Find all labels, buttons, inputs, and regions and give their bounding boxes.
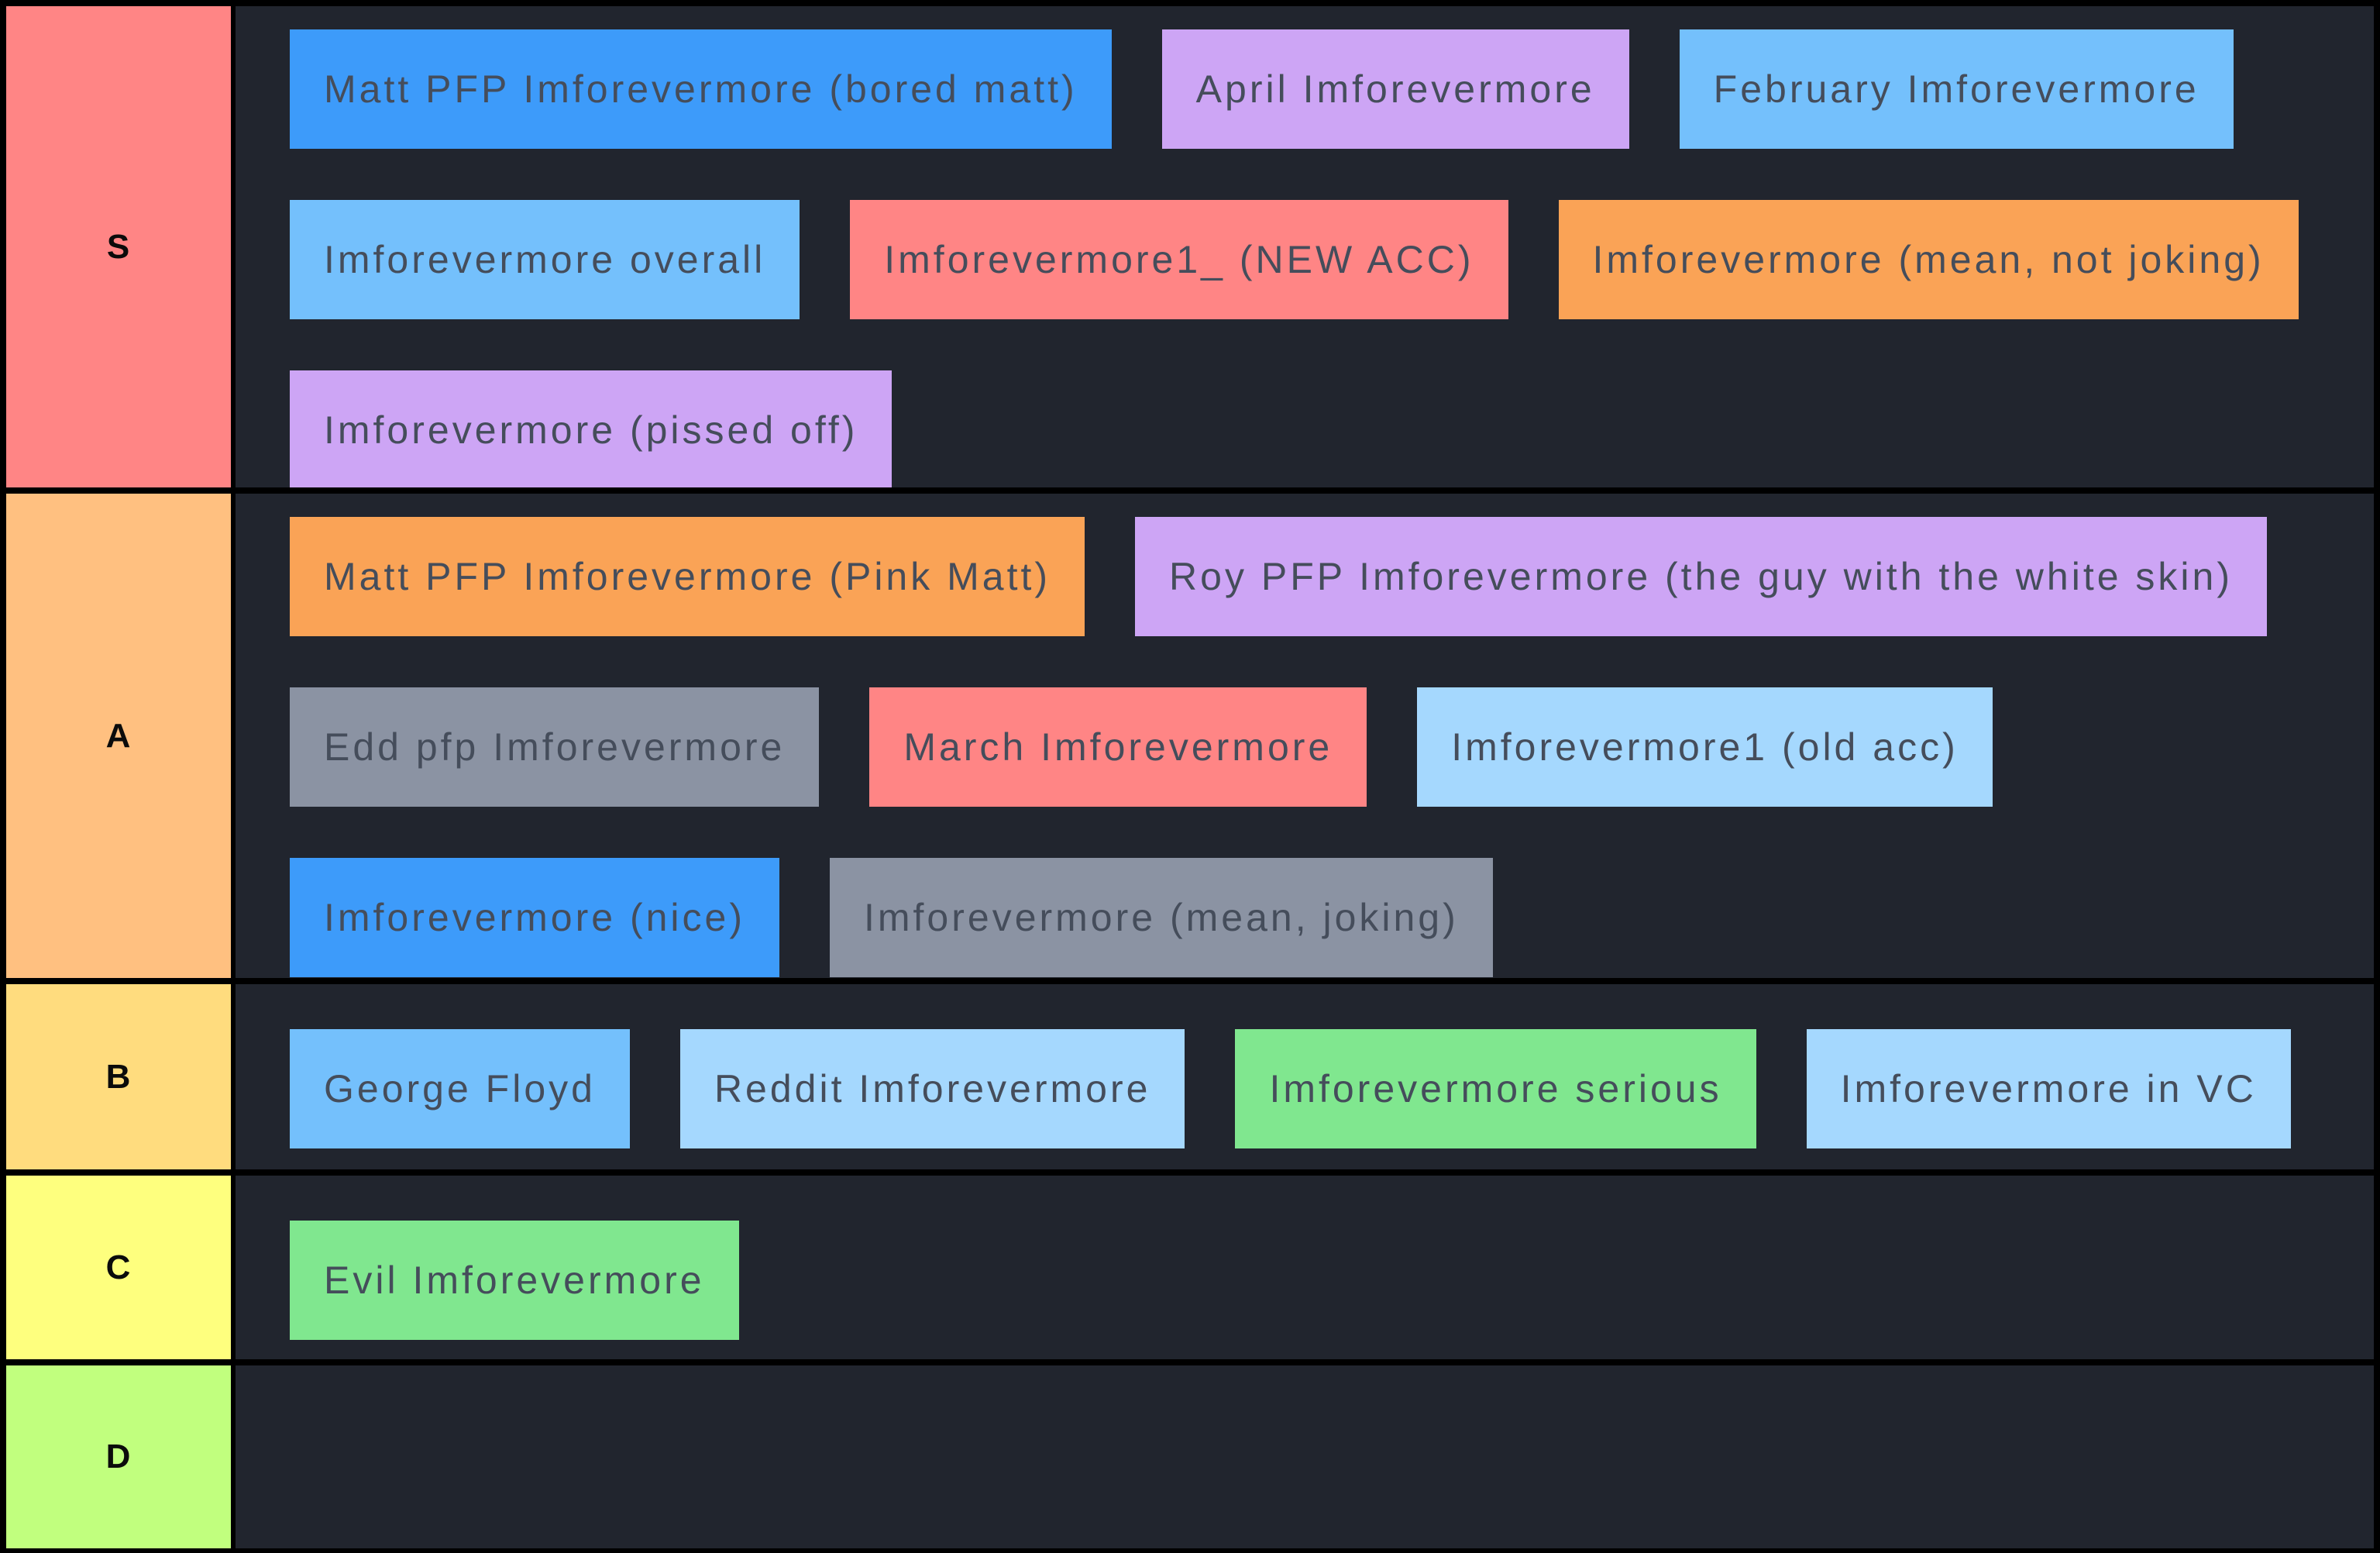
tier-dropzone-b: George Floyd Reddit Imforevermore Imforeve… [236, 984, 2374, 1169]
tier-item-row: Evil Imforevermore [290, 1221, 2351, 1340]
tier-item[interactable]: Reddit Imforevermore [679, 1029, 1185, 1148]
tier-item-row: Imforevermore (nice) Imforevermore (mean,… [290, 858, 2351, 977]
tier-label-s: S [6, 6, 236, 487]
tier-label-a: A [6, 494, 236, 978]
tier-item[interactable]: Matt PFP Imforevermore (bored matt) [290, 29, 1112, 149]
tier-label-d: D [6, 1365, 236, 1548]
tier-item-row: George Floyd Reddit Imforevermore Imforeve… [290, 1029, 2351, 1148]
tier-row-c: C Evil Imforevermore [6, 1176, 2374, 1365]
tier-item[interactable]: Imforevermore (pissed off) [290, 370, 892, 487]
tier-item[interactable]: Roy PFP Imforevermore (the guy with the … [1135, 517, 2267, 636]
tier-row-s: S Matt PFP Imforevermore (bored matt) Apri… [6, 6, 2374, 494]
tier-item-row: Matt PFP Imforevermore (bored matt) April… [290, 29, 2351, 149]
tier-item[interactable]: Edd pfp Imforevermore [290, 687, 820, 807]
tier-item-row: Matt PFP Imforevermore (Pink Matt) Roy PF… [290, 517, 2351, 636]
tier-label-c: C [6, 1176, 236, 1359]
tier-dropzone-a: Matt PFP Imforevermore (Pink Matt) Roy PF… [236, 494, 2374, 978]
tier-item-row: Imforevermore (pissed off) [290, 370, 2351, 487]
tier-item[interactable]: George Floyd [290, 1029, 630, 1148]
tier-dropzone-d [236, 1365, 2374, 1548]
tier-row-d: D [6, 1365, 2374, 1548]
tier-item[interactable]: March Imforevermore [869, 687, 1367, 807]
tier-item[interactable]: February Imforevermore [1679, 29, 2234, 149]
tier-item[interactable]: Imforevermore in VC [1806, 1029, 2291, 1148]
tier-dropzone-c: Evil Imforevermore [236, 1176, 2374, 1359]
tier-item-row: Edd pfp Imforevermore March Imforevermore… [290, 687, 2351, 807]
tier-item-row: Imforevermore overall Imforevermore1_ (NE… [290, 200, 2351, 319]
tier-row-b: B George Floyd Reddit Imforevermore Imforev… [6, 984, 2374, 1176]
tier-item[interactable]: Imforevermore1 (old acc) [1417, 687, 1993, 807]
tier-item[interactable]: Imforevermore (nice) [290, 858, 779, 977]
tier-item[interactable]: April Imforevermore [1161, 29, 1629, 149]
tier-row-a: A Matt PFP Imforevermore (Pink Matt) Roy P… [6, 494, 2374, 984]
tier-item[interactable]: Imforevermore (mean, joking) [830, 858, 1493, 977]
tier-item[interactable]: Imforevermore serious [1235, 1029, 1756, 1148]
tier-item[interactable]: Imforevermore1_ (NEW ACC) [850, 200, 1508, 319]
tier-item[interactable]: Evil Imforevermore [290, 1221, 739, 1340]
tier-item[interactable]: Matt PFP Imforevermore (Pink Matt) [290, 517, 1085, 636]
tier-dropzone-s: Matt PFP Imforevermore (bored matt) April… [236, 6, 2374, 487]
tier-label-b: B [6, 984, 236, 1169]
tier-item[interactable]: Imforevermore (mean, not joking) [1558, 200, 2299, 319]
tier-item[interactable]: Imforevermore overall [290, 200, 800, 319]
